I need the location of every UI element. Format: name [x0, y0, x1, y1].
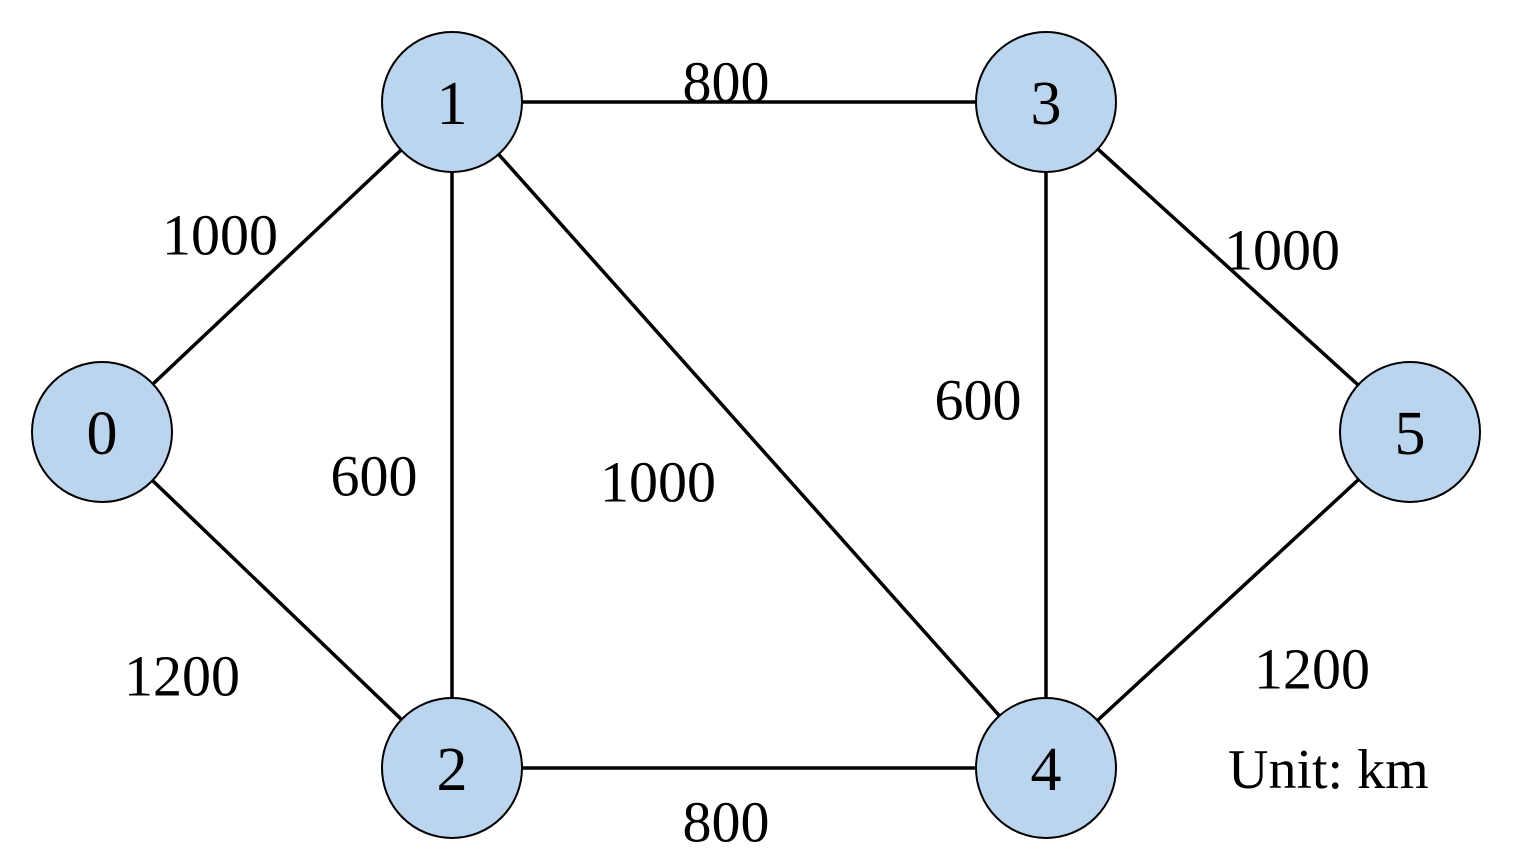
edge-weight-2-4: 800 [683, 790, 770, 855]
node-circle [975, 31, 1117, 173]
edge-0-2 [151, 479, 403, 721]
edge-weight-3-5: 1000 [1224, 218, 1340, 283]
edge-weight-0-1: 1000 [162, 203, 278, 268]
edge-weight-0-2: 1200 [124, 644, 240, 709]
node-4: 4 [975, 697, 1117, 839]
node-1: 1 [381, 31, 523, 173]
edge-weight-1-3: 800 [683, 50, 770, 115]
node-0: 0 [31, 361, 173, 503]
nodes-layer: 0 1 2 3 4 5 [31, 31, 1481, 839]
node-circle [31, 361, 173, 503]
node-label: 2 [437, 736, 468, 804]
edge-4-5 [1096, 478, 1360, 722]
node-5: 5 [1339, 361, 1481, 503]
node-circle [381, 31, 523, 173]
node-circle [975, 697, 1117, 839]
node-label: 4 [1031, 736, 1062, 804]
edges-layer [151, 100, 1360, 770]
weights-layer: 1000 1200 600 800 1000 800 600 1000 1200 [124, 50, 1370, 855]
edge-0-1 [151, 148, 403, 386]
edge-weight-4-5: 1200 [1254, 637, 1370, 702]
node-label: 0 [87, 400, 118, 468]
edge-weight-1-2: 600 [331, 444, 418, 509]
node-circle [1339, 361, 1481, 503]
edge-1-4 [497, 153, 1001, 717]
node-3: 3 [975, 31, 1117, 173]
node-label: 3 [1031, 70, 1062, 138]
node-label: 1 [437, 70, 468, 138]
unit-label: Unit: km [1228, 739, 1429, 801]
edge-weight-1-4: 1000 [600, 450, 716, 515]
edge-weight-3-4: 600 [935, 368, 1022, 433]
node-circle [381, 697, 523, 839]
edge-3-5 [1096, 147, 1360, 387]
node-label: 5 [1395, 400, 1426, 468]
node-2: 2 [381, 697, 523, 839]
